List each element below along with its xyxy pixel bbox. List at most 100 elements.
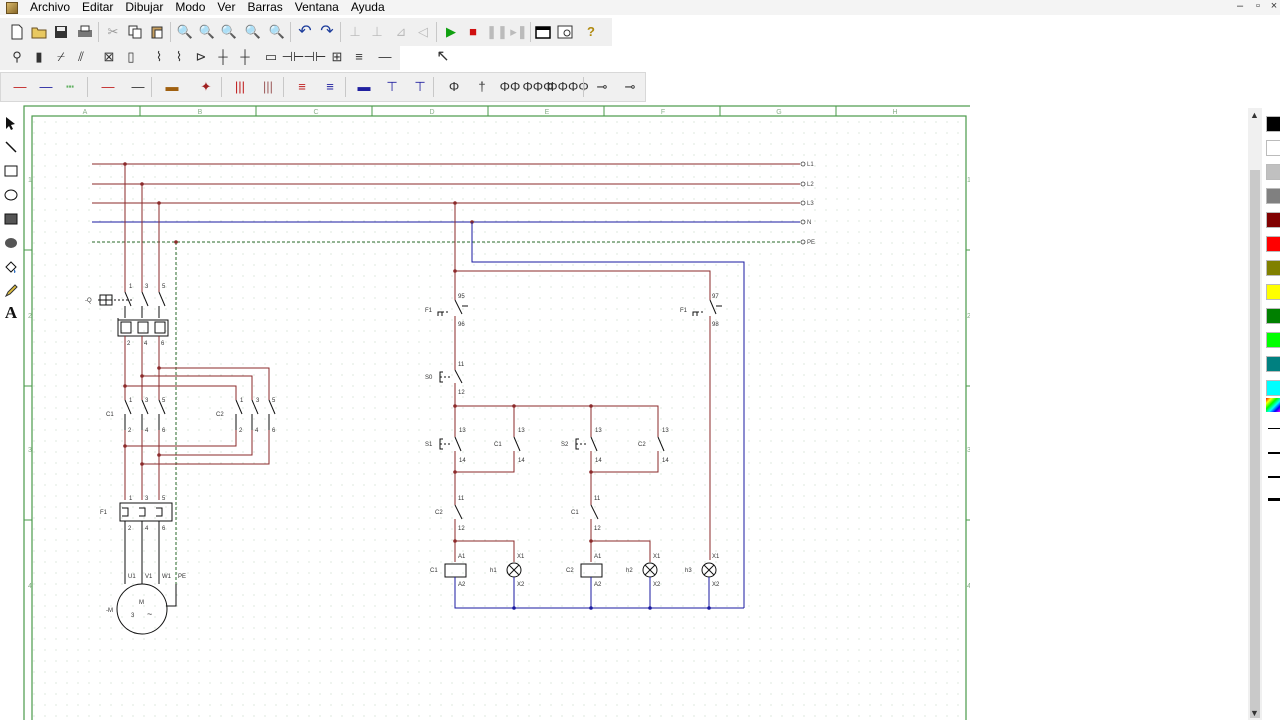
scroll-down-icon[interactable]: ▼ (1250, 708, 1259, 718)
line-width-2[interactable] (1268, 452, 1280, 454)
pause-icon[interactable]: ❚❚ (486, 24, 508, 39)
hline-blue-icon[interactable]: ▬ (357, 79, 371, 94)
wire-l1-icon[interactable]: — (13, 79, 27, 94)
hbus-icon[interactable]: ≡ (298, 79, 306, 94)
line-width-1[interactable] (1268, 428, 1280, 429)
menu-barras[interactable]: Barras (247, 0, 283, 14)
connector-male-icon[interactable]: ⊸ (596, 79, 608, 94)
ellipse-tool-icon[interactable] (2, 186, 20, 204)
bus3-icon[interactable]: ||| (234, 79, 246, 94)
menu-ventana[interactable]: Ventana (294, 0, 339, 14)
scroll-up-icon[interactable]: ▲ (1250, 110, 1259, 120)
window-icon[interactable] (534, 23, 552, 41)
multi-switch-icon[interactable]: ⫽ (78, 49, 84, 64)
filled-rectangle-tool-icon[interactable] (2, 210, 20, 228)
diode-icon[interactable]: ⊳ (195, 49, 207, 64)
color-swatch[interactable] (1266, 164, 1280, 180)
terminal-single-icon[interactable]: Φ (448, 79, 460, 94)
contact-nc-icon[interactable]: ⌇ (175, 49, 183, 64)
zoom-window-icon[interactable]: 🔍 (268, 24, 286, 39)
align-icon-1[interactable]: ⊥ (349, 24, 361, 39)
relay-icon[interactable]: ▯ (127, 49, 135, 64)
open-folder-icon[interactable] (30, 23, 48, 41)
terminal-icon[interactable]: ≡ (355, 49, 363, 64)
wire-black-icon[interactable]: — (131, 79, 145, 94)
wire-brown-icon[interactable]: ▬ (165, 79, 179, 94)
coil-icon[interactable]: ▭ (264, 49, 278, 64)
color-swatch[interactable] (1266, 380, 1280, 396)
menu-editar[interactable]: Editar (82, 0, 114, 14)
color-swatch[interactable] (1266, 260, 1280, 276)
color-swatch[interactable] (1266, 188, 1280, 204)
wire-red-icon[interactable]: — (101, 79, 115, 94)
undo-icon[interactable]: ↶ (298, 23, 312, 40)
zoom-icon[interactable]: 🔍 (220, 24, 238, 39)
new-file-icon[interactable] (8, 23, 26, 41)
switch-icon[interactable]: ⌿ (57, 49, 65, 64)
select-arrow-icon[interactable] (2, 114, 20, 132)
line-tool-icon[interactable] (2, 138, 20, 156)
transformer-icon[interactable]: ⊞ (331, 49, 343, 64)
redo-icon[interactable]: ↷ (320, 23, 334, 40)
menu-ayuda[interactable]: Ayuda (350, 0, 385, 14)
zoom-out-icon[interactable]: 🔍 (198, 24, 216, 39)
line-width-4[interactable] (1268, 498, 1280, 501)
settings-window-icon[interactable] (556, 23, 574, 41)
copy-icon[interactable] (126, 23, 144, 41)
junction2-icon[interactable]: ┼ (240, 49, 250, 64)
fuse-icon[interactable]: ▮ (35, 49, 43, 64)
terminal-quad-icon[interactable]: ΦΦΦΦ (547, 79, 589, 94)
capacitor-icon[interactable]: ⊣⊢ (303, 49, 327, 64)
schematic-canvas[interactable]: A B C D E F G H 1 2 3 4 1 2 3 4 L1 L2 L3… (22, 104, 970, 720)
rectangle-tool-icon[interactable] (2, 162, 20, 180)
color-swatch[interactable] (1266, 356, 1280, 372)
resistor-icon[interactable]: ⊣⊢ (281, 49, 305, 64)
align-icon-2[interactable]: ⊥ (371, 24, 383, 39)
minimize-button[interactable]: – (1236, 0, 1244, 12)
hline-blue2-icon[interactable]: ⊤ (386, 79, 398, 94)
bus3b-icon[interactable]: ||| (262, 79, 274, 94)
restore-button[interactable]: ▫ (1256, 0, 1260, 12)
breaker-icon[interactable]: ⊠ (103, 49, 115, 64)
step-icon[interactable]: ▸❚ (510, 24, 528, 39)
wire-n-icon[interactable]: — (39, 79, 53, 94)
pencil-tool-icon[interactable] (2, 282, 20, 300)
help-icon[interactable]: ? (587, 24, 595, 39)
cut-icon[interactable]: ✂ (107, 24, 119, 39)
align-icon-4[interactable]: ◁ (418, 24, 428, 39)
color-swatch[interactable] (1266, 332, 1280, 348)
connector-female-icon[interactable]: ⊸ (624, 79, 636, 94)
paste-icon[interactable] (148, 23, 166, 41)
print-icon[interactable] (76, 23, 94, 41)
probe-icon[interactable]: ⚲ (12, 49, 22, 64)
terminal-triple-icon[interactable]: ΦΦΦ (522, 79, 554, 94)
text-tool-icon[interactable]: A (4, 303, 18, 322)
node-icon[interactable]: ✦ (200, 79, 212, 94)
hbus2-icon[interactable]: ≡ (326, 79, 334, 94)
contact-icon[interactable]: ⌇ (155, 49, 163, 64)
wire-pe-icon[interactable]: ┅ (66, 79, 74, 94)
menu-ver[interactable]: Ver (217, 0, 236, 14)
color-swatch[interactable] (1266, 140, 1280, 156)
line-icon[interactable]: — (378, 49, 392, 64)
close-button[interactable]: × (1270, 0, 1278, 12)
line-width-3[interactable] (1268, 476, 1280, 478)
zoom-fit-icon[interactable]: 🔍 (244, 24, 262, 39)
paint-bucket-icon[interactable] (2, 258, 20, 276)
save-icon[interactable] (52, 23, 70, 41)
hline-blue3-icon[interactable]: ⊤ (414, 79, 426, 94)
vertical-scrollbar[interactable]: ▲ ▼ (1248, 108, 1262, 720)
color-swatch[interactable] (1266, 308, 1280, 324)
color-swatch[interactable] (1266, 116, 1280, 132)
color-swatch[interactable] (1266, 212, 1280, 228)
menu-modo[interactable]: Modo (175, 0, 206, 14)
zoom-in-icon[interactable]: 🔍 (176, 24, 194, 39)
custom-color-swatch[interactable] (1266, 398, 1280, 412)
menu-archivo[interactable]: Archivo (30, 0, 71, 14)
menu-dibujar[interactable]: Dibujar (125, 0, 164, 14)
filled-ellipse-tool-icon[interactable] (2, 234, 20, 252)
terminal-double-icon[interactable]: ΦΦ (499, 79, 521, 94)
color-swatch[interactable] (1266, 236, 1280, 252)
color-swatch[interactable] (1266, 284, 1280, 300)
junction-icon[interactable]: ┼ (218, 49, 228, 64)
